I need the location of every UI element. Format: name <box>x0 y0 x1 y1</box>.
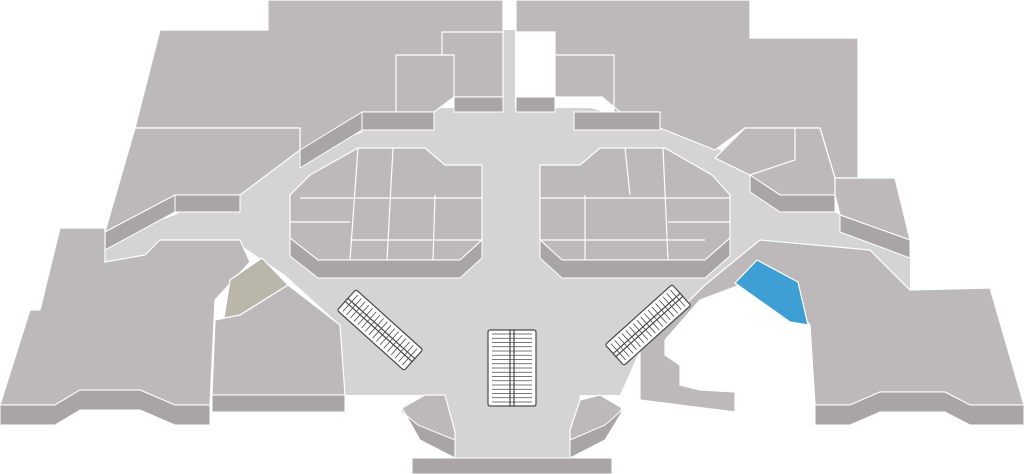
escalator-step <box>614 339 630 357</box>
store-right-far-side <box>839 214 911 259</box>
escalator-step <box>655 303 671 321</box>
highlighted-store[interactable] <box>734 259 809 326</box>
escalator-step <box>621 333 638 351</box>
island-right-side <box>539 236 731 279</box>
escalator-step <box>662 296 678 314</box>
island-left-side <box>289 236 483 279</box>
escalator-step <box>368 318 384 336</box>
store-left-mid-side-2 <box>174 194 241 213</box>
store-right-bottom-side <box>814 391 1024 426</box>
escalator-step <box>644 313 660 331</box>
center-escalator[interactable] <box>487 329 537 407</box>
escalator-step <box>353 304 370 322</box>
kiosk-left-side <box>401 406 456 459</box>
escalator-step <box>629 326 645 344</box>
store-right-top-side <box>515 96 556 113</box>
escalator-step <box>651 306 667 324</box>
escalator-step <box>658 299 675 317</box>
entrance-step <box>411 457 613 474</box>
escalator-step <box>402 348 418 366</box>
escalator-step <box>610 343 626 361</box>
store-left-top-side-3 <box>453 96 504 113</box>
escalator-step <box>618 336 634 354</box>
escalator-step <box>666 293 682 311</box>
escalator-step <box>342 294 358 312</box>
island-right-divisions <box>540 147 730 261</box>
store-right-bottom-divisions <box>699 299 751 393</box>
right-escalator[interactable] <box>605 284 691 366</box>
escalator-step <box>625 329 641 347</box>
escalator-step <box>636 319 652 337</box>
corridor-floor <box>60 30 910 474</box>
escalator-step <box>379 328 396 346</box>
store-right-top-side-2 <box>573 111 661 131</box>
store-left-top-side-2 <box>361 111 435 131</box>
store-left-bottom-side <box>211 394 346 413</box>
island-left-divisions <box>290 147 482 261</box>
escalator-step <box>640 316 656 334</box>
escalator-step <box>364 314 381 332</box>
store-left-corner-side <box>0 389 211 426</box>
escalator-step <box>350 301 366 319</box>
escalator-step <box>394 341 410 359</box>
escalator-step <box>346 298 362 316</box>
escalator-step <box>357 308 373 326</box>
escalator-step <box>372 321 388 339</box>
left-escalator[interactable] <box>337 289 423 371</box>
escalator-step <box>387 334 403 352</box>
escalator-step <box>647 309 664 327</box>
escalator-step <box>383 331 399 349</box>
escalator-step <box>398 344 414 362</box>
escalator-step <box>361 311 377 329</box>
escalator-step <box>376 324 392 342</box>
store-right-mid-side <box>749 174 836 213</box>
escalator-step <box>632 323 649 341</box>
store-left-corner[interactable] <box>0 227 251 406</box>
escalator-step <box>390 338 407 356</box>
escalator-step <box>670 289 686 307</box>
